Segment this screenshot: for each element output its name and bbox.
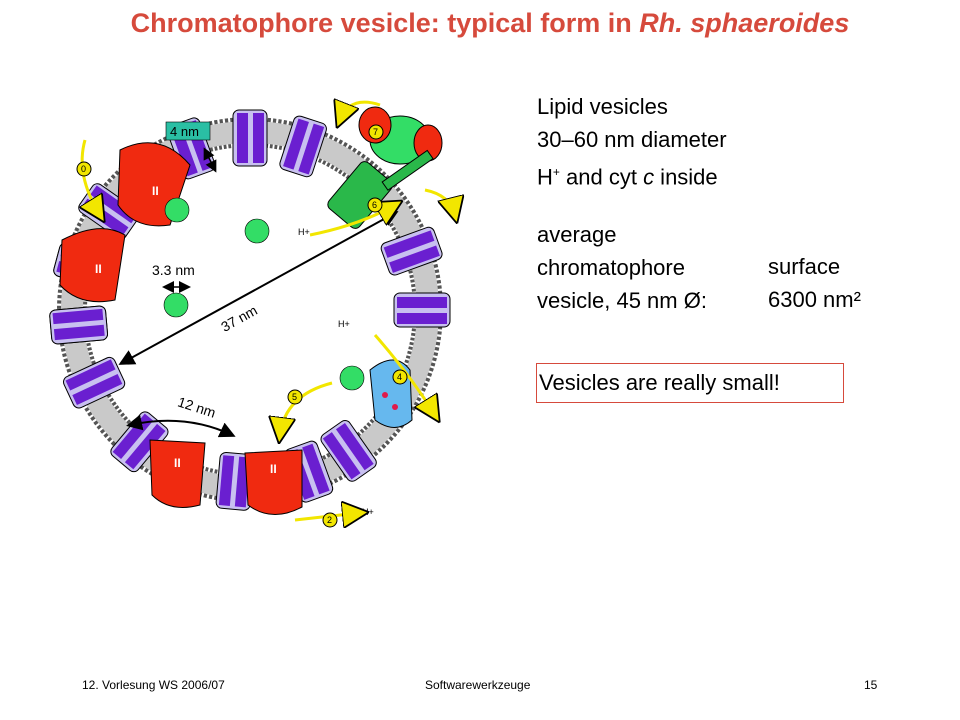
- step-7: 7: [373, 127, 378, 137]
- step-badges: 0 2 4 5 6 7: [76, 124, 408, 528]
- proton-label-1: H+: [298, 227, 310, 237]
- cytc-size-label: 3.3 nm: [152, 262, 195, 278]
- reaction-centers: II II II II: [59, 142, 303, 515]
- info-line-2: 30–60 nm diameter: [537, 127, 727, 152]
- cytochrome-bc1: [369, 359, 413, 428]
- diameter-arrow: [118, 211, 399, 365]
- title-species: Rh. sphaeroides: [639, 8, 850, 38]
- title-main: Chromatophore vesicle: typical form in: [130, 8, 640, 38]
- chromatophore-diagram: II II II II 37 nm 3.3 nm 12 nm 4 nm H+ H…: [49, 95, 480, 535]
- cytc-1: [164, 197, 190, 223]
- cytc-3: [163, 292, 189, 318]
- callout-box: Vesicles are really small!: [536, 363, 844, 403]
- vesicle-info: Lipid vesicles 30–60 nm diameter H+ and …: [537, 90, 727, 193]
- dimer-arrow: [126, 414, 236, 438]
- info-line-3: H+ and cyt c inside: [537, 156, 727, 193]
- rc-mark-3: II: [174, 456, 181, 470]
- surface-line-1: surface: [768, 254, 841, 279]
- proton-label-3: H+: [362, 507, 374, 517]
- rc-mark-2: II: [95, 262, 102, 276]
- info-cyt-c: c: [643, 164, 655, 190]
- rc-mark-1: II: [152, 184, 159, 198]
- step-0: 0: [81, 164, 86, 174]
- average-line-1: average: [537, 222, 617, 247]
- surface-line-2: 6300 nm²: [768, 287, 861, 312]
- membrane-width-arrow: [203, 147, 217, 173]
- info-inside: inside: [654, 164, 718, 190]
- info-proton-charge: +: [552, 165, 560, 179]
- proton-label-2: H+: [338, 319, 350, 329]
- step-4: 4: [397, 372, 402, 382]
- info-line-1: Lipid vesicles: [537, 94, 668, 119]
- step-5: 5: [292, 392, 297, 402]
- average-line-3: vesicle, 45 nm Ø:: [537, 288, 707, 313]
- membrane-width-label: 4 nm: [170, 124, 199, 139]
- info-proton: H: [537, 164, 553, 190]
- rc-mark-4: II: [270, 462, 277, 476]
- cytc-2: [244, 218, 270, 244]
- footer-page-number: 15: [864, 678, 878, 692]
- surface-value: surface 6300 nm²: [768, 250, 861, 316]
- average-line-2: chromatophore: [537, 255, 685, 280]
- membrane-width-box: [165, 121, 211, 141]
- step-6: 6: [372, 200, 377, 210]
- footer-course: Softwarewerkzeuge: [425, 678, 531, 692]
- info-and-cyt: and cyt: [559, 164, 644, 190]
- dimer-label: 12 nm: [176, 393, 218, 420]
- average-vesicle: average chromatophore vesicle, 45 nm Ø:: [537, 218, 707, 317]
- step-2: 2: [327, 515, 332, 525]
- cytc-4: [339, 365, 365, 391]
- footer-lecture: 12. Vorlesung WS 2006/07: [82, 678, 225, 692]
- slide-title: Chromatophore vesicle: typical form in R…: [60, 4, 920, 42]
